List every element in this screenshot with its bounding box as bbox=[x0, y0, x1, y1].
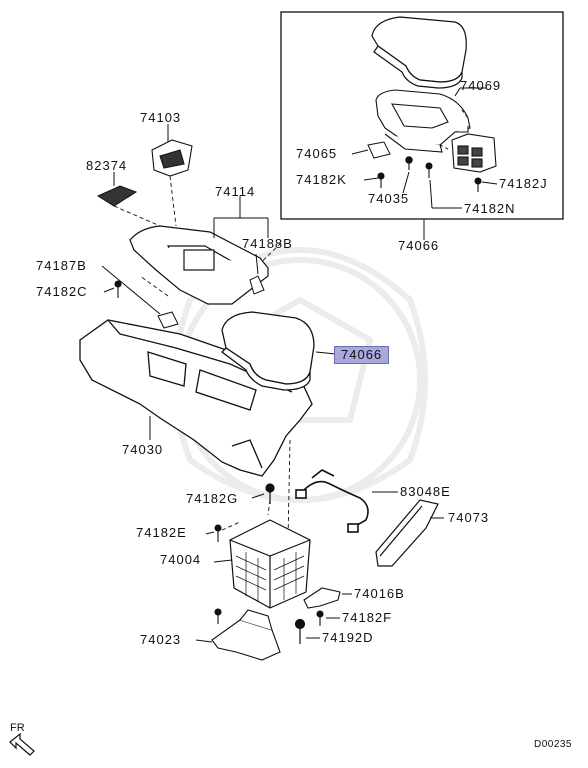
storage-box-74004 bbox=[229, 519, 311, 609]
callout-74182E[interactable]: 74182E bbox=[136, 525, 187, 540]
clip-74065 bbox=[367, 141, 391, 159]
callout-83048E[interactable]: 83048E bbox=[400, 484, 451, 499]
inset-leaders bbox=[351, 87, 498, 240]
inset-screws bbox=[377, 156, 482, 192]
callout-74065[interactable]: 74065 bbox=[296, 146, 338, 161]
shifter-panel-74114 bbox=[129, 225, 269, 305]
fr-label: FR bbox=[10, 722, 25, 734]
leader-74114 bbox=[213, 196, 269, 238]
clip-74187B bbox=[157, 311, 179, 329]
bracket-74016B bbox=[303, 587, 341, 609]
callout-74035[interactable]: 74035 bbox=[368, 191, 410, 206]
bracket-74023 bbox=[211, 608, 281, 661]
pad-82374 bbox=[96, 185, 138, 207]
screw-74182E bbox=[214, 524, 222, 542]
callout-74073[interactable]: 74073 bbox=[448, 510, 490, 525]
inset-box bbox=[280, 11, 564, 220]
screw-74182G bbox=[265, 483, 275, 504]
callout-74004[interactable]: 74004 bbox=[160, 552, 202, 567]
callout-74182G[interactable]: 74182G bbox=[186, 491, 239, 506]
callout-74066-assembly[interactable]: 74066 bbox=[398, 238, 440, 253]
console-upper-tray bbox=[375, 89, 471, 153]
screw-74182F bbox=[316, 610, 324, 626]
harness-83048E bbox=[295, 469, 369, 533]
callout-74192D[interactable]: 74192D bbox=[322, 630, 374, 645]
callout-74188B[interactable]: 74188B bbox=[242, 236, 293, 251]
callout-74182F[interactable]: 74182F bbox=[342, 610, 393, 625]
callout-74182N[interactable]: 74182N bbox=[464, 201, 516, 216]
callout-74066-highlighted[interactable]: 74066 bbox=[334, 346, 390, 364]
console-body-74030 bbox=[79, 319, 313, 477]
callout-74182C[interactable]: 74182C bbox=[36, 284, 88, 299]
side-panel-74073 bbox=[375, 499, 439, 567]
armrest-74066 bbox=[221, 311, 315, 391]
switch-panel bbox=[451, 133, 497, 173]
diagram-code: D00235 bbox=[533, 739, 572, 750]
callout-74182J[interactable]: 74182J bbox=[499, 176, 548, 191]
callout-74023[interactable]: 74023 bbox=[140, 632, 182, 647]
clip-74188B bbox=[249, 275, 265, 295]
callout-74187B[interactable]: 74187B bbox=[36, 258, 87, 273]
callout-74182K[interactable]: 74182K bbox=[296, 172, 347, 187]
callout-74114[interactable]: 74114 bbox=[215, 184, 256, 199]
callout-74016B[interactable]: 74016B bbox=[354, 586, 405, 601]
fr-arrow-icon bbox=[9, 732, 35, 756]
callout-74103[interactable]: 74103 bbox=[140, 110, 182, 125]
callout-82374[interactable]: 82374 bbox=[86, 158, 128, 173]
callout-74069[interactable]: 74069 bbox=[460, 78, 502, 93]
bracket-74103 bbox=[151, 139, 193, 177]
armrest-lid-top bbox=[371, 16, 467, 89]
callout-74030[interactable]: 74030 bbox=[122, 442, 164, 457]
bolt-74192D bbox=[294, 618, 306, 644]
screw-74182C bbox=[114, 280, 122, 298]
